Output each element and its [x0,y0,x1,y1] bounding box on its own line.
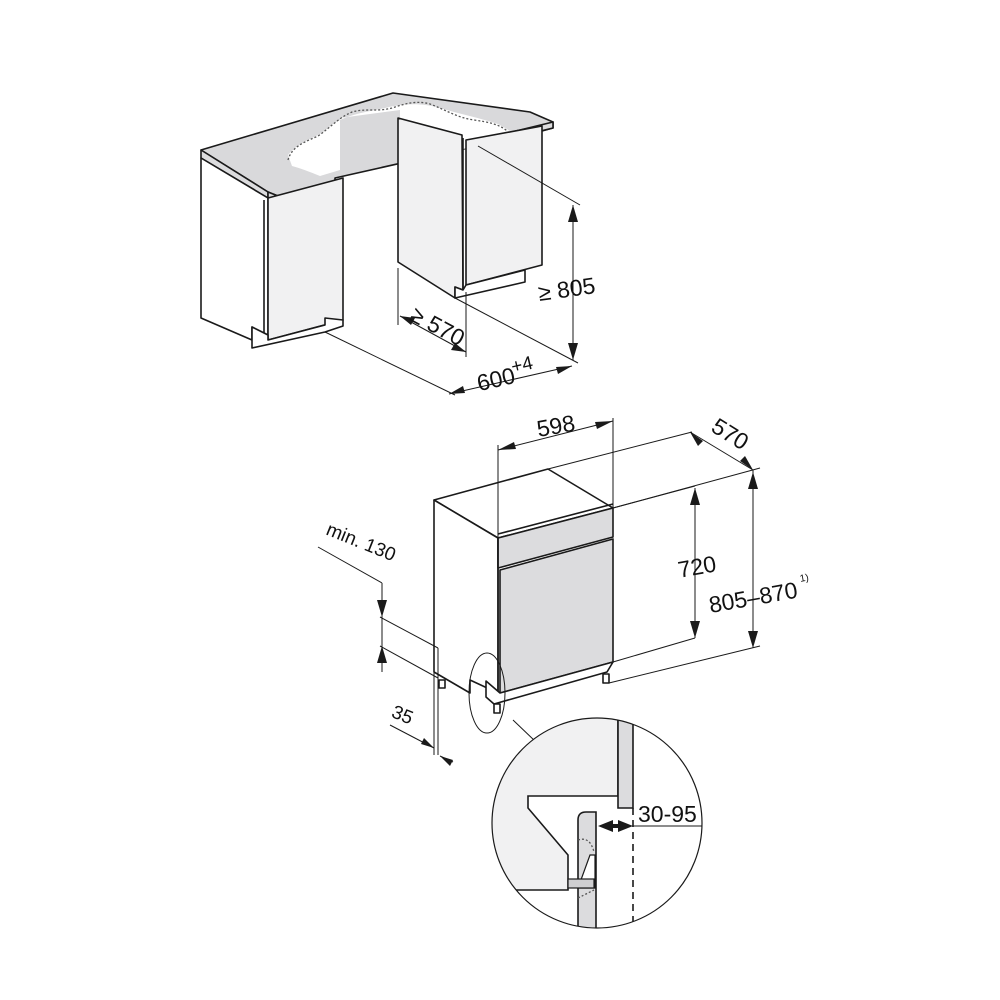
detail-leader [512,719,537,743]
foot-left [438,679,446,689]
plinth-height-label: min. 130 [323,519,398,566]
plinth-height-dimension: min. 130 [317,519,439,679]
plinth-detail: 30-95 [491,717,703,929]
right-cabinet-door [465,125,543,286]
niche-height-label: ≥ 805 [536,272,596,306]
panel-top-edge [497,503,614,535]
appliance-depth-dimension: 570 [547,413,753,471]
appliance-drawing: 598 570 720 805–870 [317,410,810,766]
foot-right [602,673,610,684]
niche-drawing: ≥ 805 ≥ 570 600 +4 [200,92,597,396]
appliance-plinth [485,661,614,705]
niche-width-tolerance: +4 [509,353,535,378]
detail-arrow-shaft [604,824,618,828]
detail-bracket-dotted-top [577,838,595,853]
detail-circle-border [491,717,703,929]
foot-front [493,703,501,714]
right-cabinet-side [397,117,464,299]
niche-depth-label: ≥ 570 [406,301,469,351]
appliance-body-height-dimension: 720 [612,485,718,663]
appliance-body-height-label: 720 [676,551,718,583]
appliance-width-dimension: 598 [497,410,614,538]
appliance-width-label: 598 [535,410,577,442]
detail-screw [567,878,595,889]
left-cabinet-plinth [251,317,344,349]
worktop-cutout-outline [287,101,515,161]
detail-arrow-right [618,820,633,832]
left-cabinet-door [267,177,344,341]
detail-bracket-dotted-bottom [577,889,595,899]
plinth-depth-label: 35 [388,702,415,729]
detail-door-panel [617,718,634,809]
appliance-depth-label: 570 [707,413,753,455]
detail-marker [468,652,506,734]
footnote-marker: 1) [799,572,810,584]
detail-dimension-label: 30-95 [638,801,697,827]
